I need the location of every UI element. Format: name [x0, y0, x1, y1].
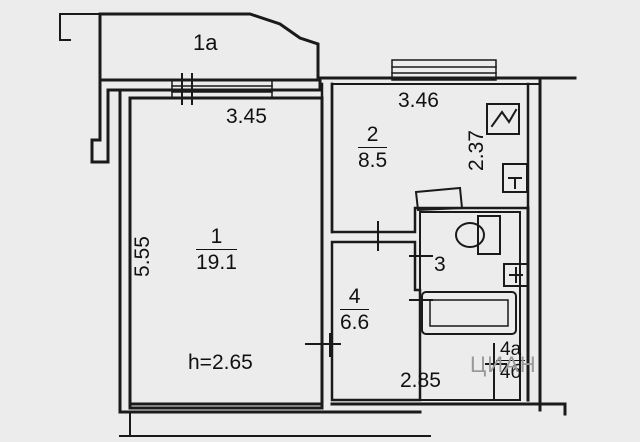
toilet-icon [455, 215, 501, 255]
window-room-2 [391, 59, 497, 81]
bottom-wall [118, 402, 567, 416]
kitchen-sink-icon [502, 163, 528, 193]
balcony-slab [59, 13, 101, 41]
room-4a-area: 4б [499, 362, 522, 383]
room-2-number: 2 [358, 124, 388, 148]
room-2-area: 8.5 [358, 149, 388, 172]
right-outer-wall [526, 76, 542, 412]
room-1-length: 5.55 [130, 236, 154, 277]
stove-icon [486, 103, 520, 135]
kitchen-counter-icon [414, 186, 464, 212]
lower-neighbor-wall [119, 411, 431, 437]
room-2-width: 3.46 [398, 89, 439, 112]
room-3-number: 3 [434, 253, 446, 276]
door-room-1 [181, 73, 341, 357]
top-outer-wall [118, 76, 577, 92]
room-4-label: 4 6.6 [340, 286, 370, 334]
room-4-area: 6.6 [340, 311, 370, 334]
bathroom-walls [419, 211, 521, 401]
room-4a-number: 4a [496, 340, 526, 361]
balcony-number: 1a [193, 30, 218, 55]
bathtub-icon [421, 291, 517, 335]
washbasin-icon [503, 263, 529, 287]
room-4-number: 4 [340, 286, 370, 310]
room-4-width: 2.85 [400, 369, 441, 392]
room-1-label: 1 19.1 [196, 226, 237, 273]
room-1-width: 3.45 [226, 105, 267, 128]
window-room-1 [171, 79, 273, 99]
room-1-area: 19.1 [196, 251, 237, 274]
left-facade-wall [90, 78, 122, 414]
balcony-outline [98, 12, 320, 82]
ceiling-height: h=2.65 [188, 351, 253, 374]
room-2-label: 2 8.5 [358, 124, 388, 172]
room-2-length: 2.37 [464, 130, 488, 171]
room-4a-label: 4a 4б [496, 340, 526, 383]
watermark: ЦИАН [470, 352, 537, 377]
room-1-number: 1 [196, 226, 237, 250]
